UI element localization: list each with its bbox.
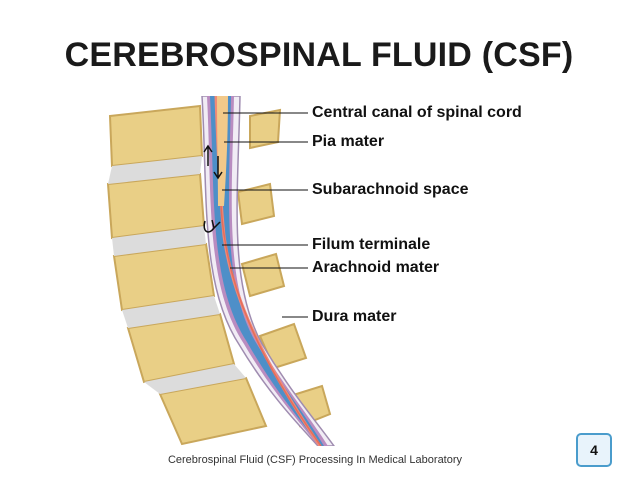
disc-2 <box>112 226 206 256</box>
label-arachnoid-mater: Arachnoid mater <box>312 259 440 276</box>
vertebra-5 <box>158 376 268 446</box>
vertebrae <box>106 104 332 446</box>
vertebra-1 <box>108 104 204 168</box>
label-pia-mater: Pia mater <box>312 133 385 150</box>
spinal-cord <box>217 96 228 206</box>
label-central-canal: Central canal of spinal cord <box>312 104 522 121</box>
spinal-cord-illustration <box>106 95 336 447</box>
leader-lines <box>222 112 308 318</box>
process-2 <box>236 182 276 226</box>
process-3 <box>240 252 286 298</box>
filum-line <box>220 205 322 447</box>
spinal-cord-diagram: Central canal of spinal cord Pia mater S… <box>90 95 560 447</box>
page-number-badge: 4 <box>576 433 612 467</box>
meninges <box>201 95 336 447</box>
flow-arrow-up <box>203 144 213 166</box>
flow-arrows <box>203 144 223 233</box>
disc-3 <box>122 296 220 328</box>
flow-arrow-down <box>213 156 223 180</box>
disc-1 <box>108 156 202 184</box>
slide-title: CEREBROSPINAL FLUID (CSF) <box>64 36 574 74</box>
disc-4 <box>144 364 246 394</box>
label-dura-mater: Dura mater <box>312 308 397 325</box>
label-filum-terminale: Filum terminale <box>312 236 431 253</box>
label-subarachnoid-space: Subarachnoid space <box>312 181 469 198</box>
flow-arrow-loop <box>203 219 221 233</box>
footer-text: Cerebrospinal Fluid (CSF) Processing In … <box>167 454 463 466</box>
